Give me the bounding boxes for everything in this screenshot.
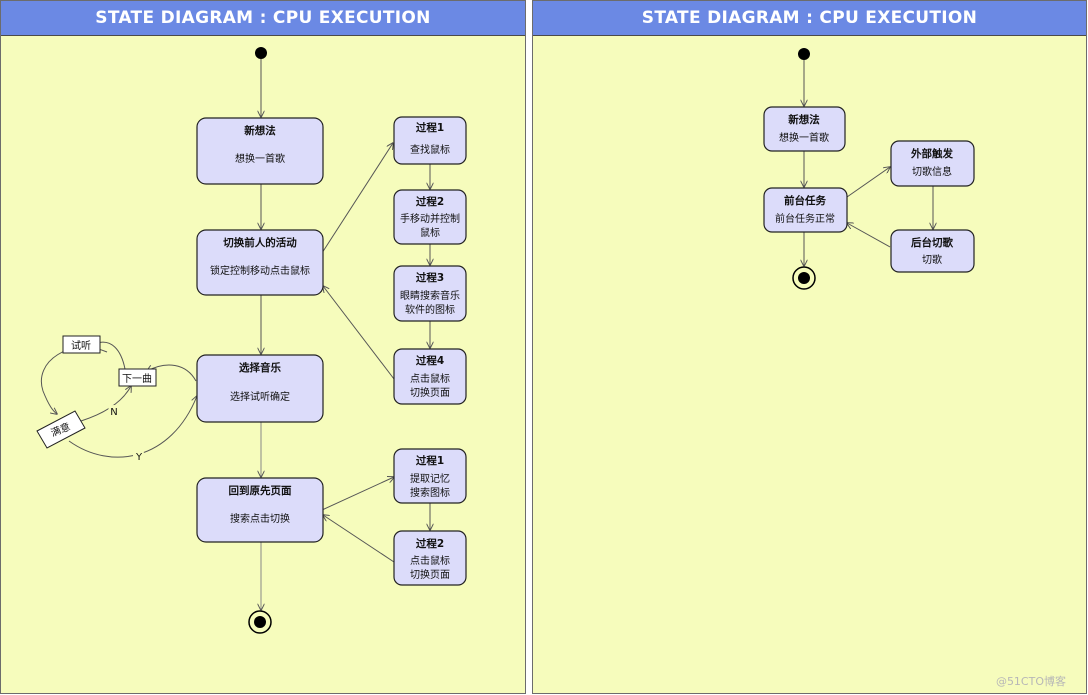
svg-text:手移动并控制: 手移动并控制 bbox=[400, 212, 460, 225]
state-new-idea: 新想法 想换一首歌 bbox=[196, 117, 324, 185]
guard-no: N bbox=[108, 405, 120, 418]
left-diagram-panel: STATE DIAGRAM : CPU EXECUTION bbox=[0, 0, 526, 694]
decision-satisfied: 满意 bbox=[36, 410, 86, 449]
initial-state bbox=[255, 47, 267, 59]
right-panel-title: STATE DIAGRAM : CPU EXECUTION bbox=[533, 1, 1086, 36]
initial-state bbox=[798, 48, 810, 60]
svg-text:过程2: 过程2 bbox=[416, 195, 444, 208]
state-process-1: 过程1 查找鼠标 bbox=[393, 116, 467, 165]
svg-text:回到原先页面: 回到原先页面 bbox=[229, 484, 292, 497]
svg-text:N: N bbox=[110, 407, 117, 418]
svg-text:选择试听确定: 选择试听确定 bbox=[230, 390, 290, 403]
node-next-track: 下一曲 bbox=[118, 368, 157, 387]
svg-text:前台任务正常: 前台任务正常 bbox=[775, 212, 835, 225]
svg-text:点击鼠标: 点击鼠标 bbox=[410, 372, 450, 385]
final-state bbox=[792, 266, 816, 290]
svg-text:提取记忆: 提取记忆 bbox=[410, 472, 450, 485]
svg-text:切歌信息: 切歌信息 bbox=[912, 165, 952, 178]
left-panel-title: STATE DIAGRAM : CPU EXECUTION bbox=[1, 1, 525, 36]
state-back-to-page: 回到原先页面 搜索点击切换 bbox=[196, 477, 324, 543]
svg-text:锁定控制移动点击鼠标: 锁定控制移动点击鼠标 bbox=[210, 264, 310, 277]
svg-text:搜索点击切换: 搜索点击切换 bbox=[230, 512, 290, 525]
svg-text:切换页面: 切换页面 bbox=[410, 386, 450, 399]
svg-text:鼠标: 鼠标 bbox=[420, 226, 440, 239]
svg-text:过程2: 过程2 bbox=[416, 537, 444, 550]
svg-text:搜索图标: 搜索图标 bbox=[410, 486, 450, 499]
state-process-2: 过程2 手移动并控制 鼠标 bbox=[393, 189, 467, 245]
state-q-process-1: 过程1 提取记忆 搜索图标 bbox=[393, 448, 467, 504]
svg-text:新想法: 新想法 bbox=[788, 113, 820, 126]
svg-text:过程1: 过程1 bbox=[416, 454, 444, 467]
svg-text:新想法: 新想法 bbox=[244, 124, 276, 137]
svg-text:过程4: 过程4 bbox=[416, 354, 444, 367]
svg-text:想换一首歌: 想换一首歌 bbox=[779, 131, 829, 144]
svg-text:试听: 试听 bbox=[71, 339, 91, 352]
svg-text:查找鼠标: 查找鼠标 bbox=[410, 143, 450, 156]
left-diagram-canvas: 新想法 想换一首歌 切换前人的活动 锁定控制移动点击鼠标 选择音乐 选择试听确定… bbox=[36, 47, 467, 634]
final-state bbox=[248, 610, 272, 634]
svg-text:外部触发: 外部触发 bbox=[910, 147, 953, 160]
svg-text:选择音乐: 选择音乐 bbox=[239, 361, 281, 374]
svg-text:过程1: 过程1 bbox=[416, 121, 444, 134]
state-background-switch: 后台切歌 切歌 bbox=[890, 229, 975, 273]
state-external-trigger: 外部触发 切歌信息 bbox=[890, 140, 975, 187]
svg-text:点击鼠标: 点击鼠标 bbox=[410, 554, 450, 567]
svg-text:Y: Y bbox=[135, 452, 143, 463]
svg-text:前台任务: 前台任务 bbox=[784, 194, 826, 207]
svg-text:软件的图标: 软件的图标 bbox=[405, 303, 455, 316]
right-diagram-panel: STATE DIAGRAM : CPU EXECUTION 新想法 想换一首歌 bbox=[532, 0, 1087, 694]
state-foreground-task: 前台任务 前台任务正常 bbox=[763, 187, 848, 233]
svg-text:切歌: 切歌 bbox=[922, 253, 942, 266]
watermark: @51CTO博客 bbox=[995, 675, 1066, 688]
state-process-3: 过程3 眼睛搜索音乐 软件的图标 bbox=[393, 265, 467, 322]
svg-text:过程3: 过程3 bbox=[416, 271, 444, 284]
state-choose-music: 选择音乐 选择试听确定 bbox=[196, 354, 324, 423]
transitions bbox=[804, 60, 933, 266]
svg-text:下一曲: 下一曲 bbox=[122, 373, 152, 385]
node-listen: 试听 bbox=[62, 335, 101, 354]
state-q-process-2: 过程2 点击鼠标 切换页面 bbox=[393, 530, 467, 586]
state-new-idea: 新想法 想换一首歌 bbox=[763, 106, 846, 152]
svg-text:切换页面: 切换页面 bbox=[410, 568, 450, 581]
state-switch-prev-activity: 切换前人的活动 锁定控制移动点击鼠标 bbox=[196, 229, 324, 296]
right-diagram-canvas: 新想法 想换一首歌 前台任务 前台任务正常 外部触发 切歌信息 后台切歌 切歌 bbox=[763, 48, 975, 290]
svg-text:眼睛搜索音乐: 眼睛搜索音乐 bbox=[400, 289, 460, 302]
svg-text:切换前人的活动: 切换前人的活动 bbox=[223, 236, 297, 249]
svg-text:后台切歌: 后台切歌 bbox=[911, 236, 953, 249]
guard-yes: Y bbox=[133, 450, 145, 463]
svg-text:想换一首歌: 想换一首歌 bbox=[235, 152, 285, 165]
state-process-4: 过程4 点击鼠标 切换页面 bbox=[393, 348, 467, 405]
